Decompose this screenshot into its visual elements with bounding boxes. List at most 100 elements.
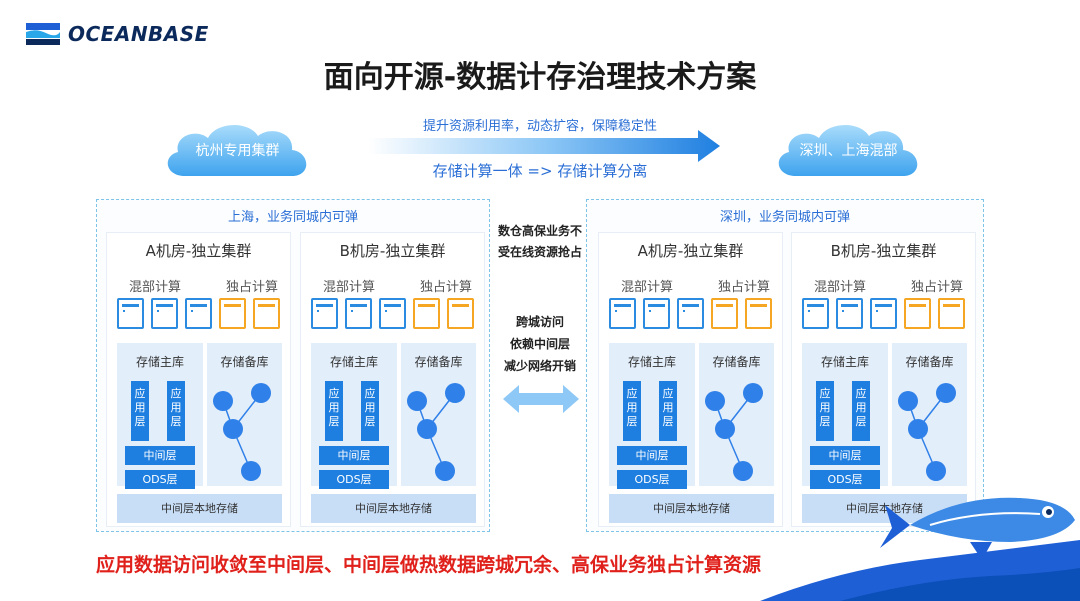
storage-primary-label: 存储主库 [329, 355, 378, 369]
app-layer-char: 层 [134, 415, 146, 428]
cloud-icon [167, 124, 307, 176]
storage-backup-label: 存储备库 [905, 355, 954, 369]
region-title: 上海，业务同城内可弹 [227, 210, 358, 225]
cluster-b: B机房-独立集群 混部计算 独占计算 存储主库 应用层 应用层 中间层 ODS层… [792, 233, 975, 526]
app-layer-char: 层 [364, 415, 376, 428]
storage-primary: 存储主库 应用层 应用层 中间层 ODS层 [311, 343, 397, 489]
region-shanghai: 上海，业务同城内可弹 A机房-独立集群 混部计算 独占计算 存储主库 应用层 应… [96, 199, 490, 532]
server-exclusive-icon [447, 298, 474, 329]
banner-top-text: 提升资源利用率，动态扩容，保障稳定性 [422, 119, 657, 134]
region-shenzhen: 深圳，业务同城内可弹 A机房-独立集群 混部计算 独占计算 存储主库 应用层 应… [586, 199, 984, 532]
server-shared-icon [379, 298, 406, 329]
middle-layer-local-storage: 中间层本地存储 [311, 494, 476, 523]
app-layer-char: 应 [170, 387, 182, 400]
app-layer-char: 用 [626, 401, 638, 414]
cross-city-note-line3: 减少网络开销 [503, 359, 576, 373]
shared-compute-label: 混部计算 [129, 280, 182, 295]
app-layer-char: 用 [364, 401, 376, 414]
server-shared-icon [609, 298, 636, 329]
replica-tree-icon [407, 383, 465, 481]
app-layer-char: 用 [134, 401, 146, 414]
ods-layer-box: ODS层 [125, 470, 195, 489]
server-shared-icon [802, 298, 829, 329]
server-exclusive-icon [938, 298, 965, 329]
shared-compute-label: 混部计算 [323, 280, 376, 295]
storage-backup: 存储备库 [699, 343, 774, 486]
server-shared-icon [151, 298, 178, 329]
server-exclusive-icon [711, 298, 738, 329]
middle-layer-box: 中间层 [319, 446, 389, 465]
app-layer-char: 用 [170, 401, 182, 414]
storage-backup: 存储备库 [892, 343, 967, 486]
cloud-hangzhou-label: 杭州专用集群 [195, 143, 280, 159]
cluster-b: B机房-独立集群 混部计算 独占计算 存储主库 应用层 应用层 中间层 ODS层… [301, 233, 484, 526]
app-layer-box: 应用层 [167, 381, 185, 441]
priority-note-line1: 数仓高保业务不 [497, 224, 582, 238]
app-layer-box: 应用层 [361, 381, 379, 441]
logo-text: OCEANBASE [68, 22, 209, 46]
app-layer-char: 用 [328, 401, 340, 414]
app-layer-char: 层 [855, 415, 867, 428]
region-title: 深圳，业务同城内可弹 [719, 210, 850, 225]
app-layer-char: 应 [662, 387, 674, 400]
exclusive-compute-label: 独占计算 [225, 280, 278, 295]
server-shared-icon [185, 298, 212, 329]
server-shared-icon [643, 298, 670, 329]
server-exclusive-icon [745, 298, 772, 329]
app-layer-char: 应 [134, 387, 146, 400]
middle-layer-box: 中间层 [125, 446, 195, 465]
middle-layer-local-storage: 中间层本地存储 [609, 494, 774, 523]
app-layer-box: 应用层 [131, 381, 149, 441]
storage-backup-label: 存储备库 [712, 355, 761, 369]
cluster-a: A机房-独立集群 混部计算 独占计算 存储主库 应用层 应用层 中间层 ODS层… [599, 233, 782, 526]
app-layer-char: 应 [328, 387, 340, 400]
cloud-hangzhou: 杭州专用集群 [160, 118, 315, 182]
ods-layer-box: ODS层 [810, 470, 880, 489]
ods-layer-box: ODS层 [617, 470, 687, 489]
exclusive-compute-label: 独占计算 [419, 280, 472, 295]
shared-compute-label: 混部计算 [621, 280, 674, 295]
ods-layer-box: ODS层 [319, 470, 389, 489]
cross-city-note-line2: 依赖中间层 [509, 337, 570, 351]
replica-tree-icon [213, 383, 271, 481]
cloud-icon [778, 124, 918, 176]
storage-primary-label: 存储主库 [820, 355, 869, 369]
server-shared-icon [836, 298, 863, 329]
storage-backup: 存储备库 [401, 343, 476, 486]
exclusive-compute-label: 独占计算 [717, 280, 770, 295]
cluster-title: B机房-独立集群 [339, 242, 446, 260]
server-exclusive-icon [219, 298, 246, 329]
app-layer-char: 层 [819, 415, 831, 428]
server-shared-icon [677, 298, 704, 329]
server-exclusive-icon [904, 298, 931, 329]
app-layer-char: 用 [662, 401, 674, 414]
server-exclusive-icon [253, 298, 280, 329]
app-layer-char: 层 [626, 415, 638, 428]
app-layer-box: 应用层 [659, 381, 677, 441]
storage-backup-label: 存储备库 [414, 355, 463, 369]
replica-tree-icon [705, 383, 763, 481]
cluster-title: A机房-独立集群 [637, 242, 744, 260]
app-layer-char: 应 [364, 387, 376, 400]
middle-layer-local-storage: 中间层本地存储 [117, 494, 282, 523]
priority-note-line2: 受在线资源抢占 [497, 245, 582, 259]
storage-primary: 存储主库 应用层 应用层 中间层 ODS层 [117, 343, 203, 489]
footer-summary: 应用数据访问收敛至中间层、中间层做热数据跨城冗余、高保业务独占计算资源 [96, 554, 762, 576]
cloud-shenzhen-shanghai: 深圳、上海混部 [771, 118, 926, 182]
shared-compute-label: 混部计算 [814, 280, 867, 295]
app-layer-char: 层 [662, 415, 674, 428]
double-arrow-icon [503, 385, 579, 413]
app-layer-char: 用 [855, 401, 867, 414]
server-shared-icon [870, 298, 897, 329]
app-layer-box: 应用层 [325, 381, 343, 441]
storage-primary-label: 存储主库 [627, 355, 676, 369]
gradient-arrow-icon [368, 130, 720, 162]
app-layer-char: 层 [328, 415, 340, 428]
app-layer-char: 用 [819, 401, 831, 414]
app-layer-box: 应用层 [852, 381, 870, 441]
app-layer-box: 应用层 [816, 381, 834, 441]
cluster-a: A机房-独立集群 混部计算 独占计算 存储主库 应用层 应用层 中间层 ODS层… [107, 233, 290, 526]
exclusive-compute-label: 独占计算 [910, 280, 963, 295]
oceanbase-logo: OCEANBASE [26, 22, 209, 46]
app-layer-char: 层 [170, 415, 182, 428]
